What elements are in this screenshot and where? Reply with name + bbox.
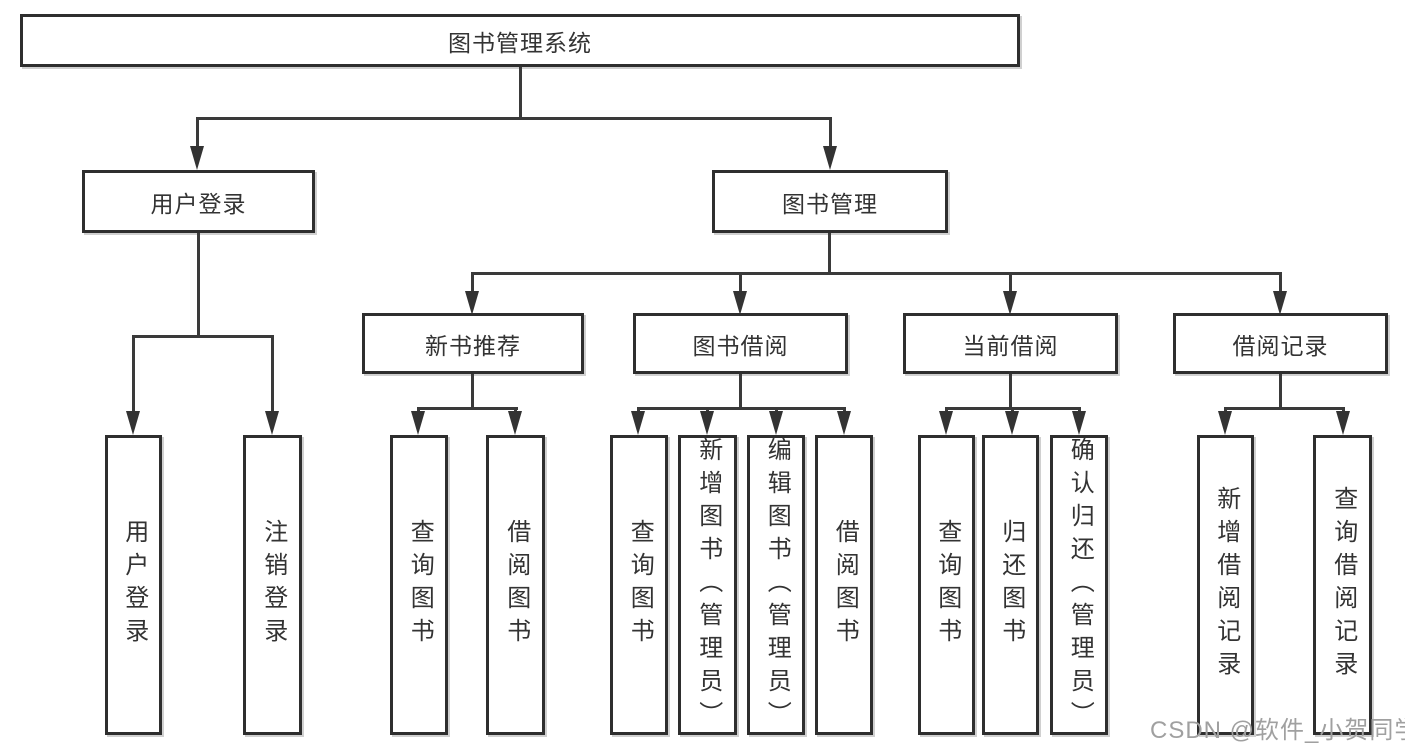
node-label: 查询图书 bbox=[933, 519, 961, 651]
arrowhead-icon bbox=[1218, 411, 1232, 435]
node-label: 查询图书 bbox=[626, 519, 654, 651]
arrowhead-icon bbox=[700, 411, 714, 435]
node-label: 新书推荐 bbox=[425, 332, 521, 359]
connector-line bbox=[739, 374, 742, 407]
arrowhead-icon bbox=[1005, 411, 1019, 435]
node-borrow-books-recommend: 借阅图书 bbox=[486, 435, 545, 735]
arrowhead-icon bbox=[465, 291, 479, 315]
arrowhead-icon bbox=[1003, 291, 1017, 315]
connector-line bbox=[271, 335, 274, 415]
node-label: 注销登录 bbox=[259, 519, 287, 651]
arrowhead-icon bbox=[837, 411, 851, 435]
connector-line bbox=[417, 407, 518, 410]
connector-line bbox=[471, 272, 474, 295]
node-label: 确认归还（管理员） bbox=[1066, 436, 1094, 734]
node-library-management-system: 图书管理系统 bbox=[20, 14, 1020, 67]
node-label: 当前借阅 bbox=[962, 332, 1059, 359]
connector-line bbox=[132, 335, 274, 338]
connector-line bbox=[1279, 374, 1282, 407]
connector-line bbox=[197, 233, 200, 335]
node-add-book-admin: 新增图书（管理员） bbox=[678, 435, 737, 735]
connector-line bbox=[1009, 272, 1012, 295]
arrowhead-icon bbox=[769, 411, 783, 435]
arrowhead-icon bbox=[631, 411, 645, 435]
node-query-books-current: 查询图书 bbox=[918, 435, 975, 735]
connector-line bbox=[739, 272, 742, 295]
arrowhead-icon bbox=[733, 291, 747, 315]
node-label: 图书管理 bbox=[782, 190, 878, 217]
node-query-books-recommend: 查询图书 bbox=[390, 435, 448, 735]
node-add-borrow-record: 新增借阅记录 bbox=[1197, 435, 1254, 735]
connector-line bbox=[196, 117, 199, 149]
connector-line bbox=[637, 407, 845, 410]
node-logout: 注销登录 bbox=[243, 435, 302, 735]
connector-line bbox=[519, 67, 522, 117]
arrowhead-icon bbox=[1336, 411, 1350, 435]
node-label: 编辑图书（管理员） bbox=[763, 436, 791, 734]
connector-line bbox=[829, 117, 832, 149]
arrowhead-icon bbox=[1273, 291, 1287, 315]
node-borrow-books-borrowing: 借阅图书 bbox=[815, 435, 873, 735]
arrowhead-icon bbox=[190, 146, 204, 170]
node-label: 借阅记录 bbox=[1232, 332, 1329, 359]
node-book-borrowing: 图书借阅 bbox=[633, 313, 848, 374]
node-label: 查询借阅记录 bbox=[1329, 486, 1357, 684]
node-return-books: 归还图书 bbox=[982, 435, 1039, 735]
node-label: 用户登录 bbox=[150, 190, 247, 217]
node-label: 借阅图书 bbox=[831, 519, 859, 651]
arrowhead-icon bbox=[265, 411, 279, 435]
node-user-login: 用户登录 bbox=[82, 170, 315, 233]
node-label: 新增图书（管理员） bbox=[694, 436, 722, 734]
node-confirm-return-admin: 确认归还（管理员） bbox=[1050, 435, 1108, 735]
node-query-borrow-record: 查询借阅记录 bbox=[1313, 435, 1372, 735]
arrowhead-icon bbox=[411, 411, 425, 435]
arrowhead-icon bbox=[508, 411, 522, 435]
node-label: 新增借阅记录 bbox=[1212, 486, 1240, 684]
arrowhead-icon bbox=[823, 146, 837, 170]
node-label: 图书借阅 bbox=[692, 332, 789, 359]
node-label: 借阅图书 bbox=[502, 519, 530, 651]
connector-line bbox=[132, 335, 135, 415]
connector-line bbox=[1009, 374, 1012, 407]
node-current-borrowing: 当前借阅 bbox=[903, 313, 1118, 374]
node-borrowing-records: 借阅记录 bbox=[1173, 313, 1388, 374]
arrowhead-icon bbox=[126, 411, 140, 435]
arrowhead-icon bbox=[1072, 411, 1086, 435]
node-edit-book-admin: 编辑图书（管理员） bbox=[747, 435, 805, 735]
connector-line bbox=[828, 233, 831, 272]
node-label: 查询图书 bbox=[406, 519, 434, 651]
node-user-login-leaf: 用户登录 bbox=[105, 435, 162, 735]
connector-line bbox=[471, 272, 1282, 275]
csdn-watermark: CSDN @软件_小贺同学 bbox=[1150, 717, 1405, 744]
node-label: 用户登录 bbox=[120, 519, 148, 651]
node-label: 归还图书 bbox=[997, 519, 1025, 651]
node-book-management: 图书管理 bbox=[712, 170, 948, 233]
node-new-book-recommend: 新书推荐 bbox=[362, 313, 584, 374]
connector-line bbox=[1279, 272, 1282, 295]
connector-line bbox=[471, 374, 474, 407]
node-query-books-borrowing: 查询图书 bbox=[610, 435, 668, 735]
connector-line bbox=[196, 117, 832, 120]
connector-line bbox=[1224, 407, 1345, 410]
node-label: 图书管理系统 bbox=[448, 29, 592, 56]
arrowhead-icon bbox=[939, 411, 953, 435]
